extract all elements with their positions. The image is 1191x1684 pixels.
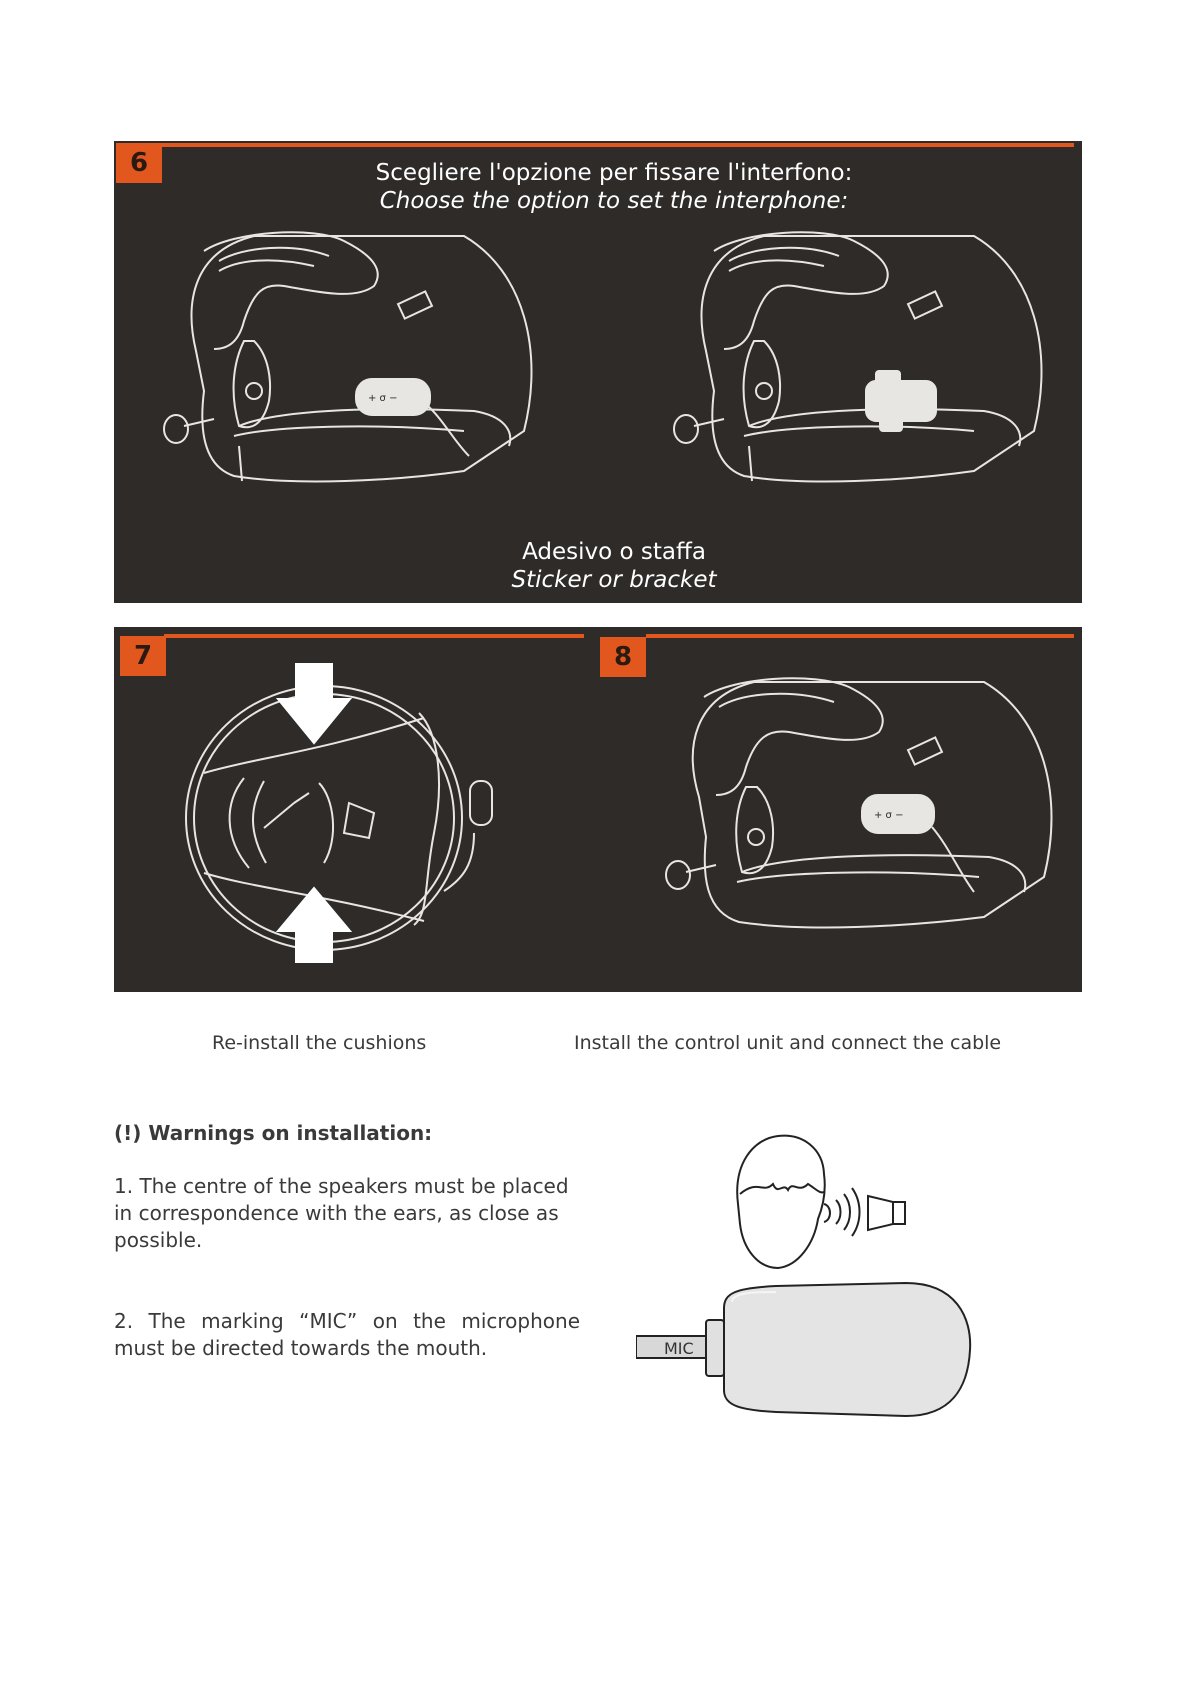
step-6-title-en: Choose the option to set the interphone: [379,188,849,214]
step-6-footer-it: Adesivo o staffa [522,539,706,565]
step-7-8-panel: 7 8 [114,627,1082,992]
svg-text:+ σ −: + σ − [874,810,903,821]
step-6-divider [162,143,1074,147]
step-6-title-it: Scegliere l'opzione per fissare l'interf… [375,160,853,186]
head-speaker-illustration [728,1134,918,1274]
helmet-sticker-illustration: + σ − [144,231,544,521]
reinstall-cushions-illustration [174,663,514,963]
step-6-panel: 6 Scegliere l'opzione per fissare l'inte… [114,141,1082,603]
step-6-footer-en: Sticker or bracket [511,567,717,593]
mic-label: MIC [664,1339,694,1358]
step-6-badge: 6 [116,143,162,183]
microphone-illustration: MIC [636,1278,972,1422]
step-6-title: Scegliere l'opzione per fissare l'interf… [314,159,914,215]
warnings-title: (!) Warnings on installation: [114,1121,433,1145]
warning-1: 1. The centre of the speakers must be pl… [114,1174,569,1252]
step-8-divider [646,634,1074,638]
step-7-caption: Re-install the cushions [212,1032,427,1054]
install-control-unit-illustration: + σ − [644,677,1064,957]
warning-2: 2. The marking “MIC” on the microphone m… [114,1309,580,1360]
step-7-divider [164,634,584,638]
step-8-caption: Install the control unit and connect the… [574,1032,1002,1054]
step-6-footer: Adesivo o staffa Sticker or bracket [414,538,814,594]
helmet-bracket-illustration [654,231,1054,521]
step-8-badge: 8 [600,637,646,677]
svg-text:+ σ −: + σ − [368,393,397,404]
step-7-badge: 7 [120,636,166,676]
